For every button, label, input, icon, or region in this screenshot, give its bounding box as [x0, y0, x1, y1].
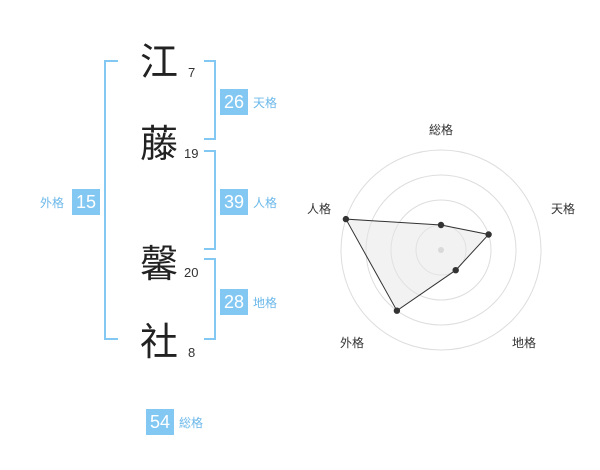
radar-axis-label-0: 総格	[429, 122, 453, 137]
radar-polygon	[345, 218, 490, 312]
radar-axis-label-2: 地格	[512, 335, 536, 350]
radar-point-4	[342, 215, 350, 223]
jinkaku-bracket	[204, 150, 216, 250]
soukaku-label: 総格	[179, 416, 204, 430]
radar-point-1	[485, 231, 492, 238]
tenkaku-score: 26	[220, 89, 248, 115]
radar-axis-label-4: 人格	[307, 201, 331, 216]
gaikaku-label: 外格	[40, 196, 65, 210]
kanji-2: 藤	[140, 122, 179, 166]
radar-axis-label-1: 天格	[551, 201, 575, 216]
radar-point-2	[452, 267, 459, 274]
stroke-count-2: 19	[184, 146, 199, 161]
jinkaku-label: 人格	[253, 196, 278, 210]
tenkaku-bracket	[204, 60, 216, 140]
kanji-4: 社	[140, 320, 179, 364]
radar-ring-4	[340, 149, 542, 351]
stroke-count-4: 8	[188, 345, 196, 360]
tenkaku-label: 天格	[253, 96, 278, 110]
radar-chart: 総格 天格 地格 外格 人格	[307, 122, 575, 351]
radar-points	[342, 215, 492, 314]
chikaku-bracket	[204, 258, 216, 340]
radar-point-3	[393, 307, 401, 314]
jinkaku-score: 39	[220, 189, 248, 215]
stroke-count-3: 20	[184, 265, 199, 280]
soukaku-score: 54	[146, 409, 174, 435]
radar-axis-label-3: 外格	[340, 335, 364, 350]
kanji-1: 江	[140, 40, 179, 84]
stroke-count-1: 7	[188, 65, 196, 80]
chikaku-label: 地格	[253, 296, 278, 310]
chikaku-score: 28	[220, 289, 248, 315]
gaikaku-bracket	[104, 60, 118, 340]
gaikaku-score: 15	[72, 189, 100, 215]
kanji-3: 馨	[140, 242, 179, 286]
radar-point-0	[437, 221, 445, 229]
